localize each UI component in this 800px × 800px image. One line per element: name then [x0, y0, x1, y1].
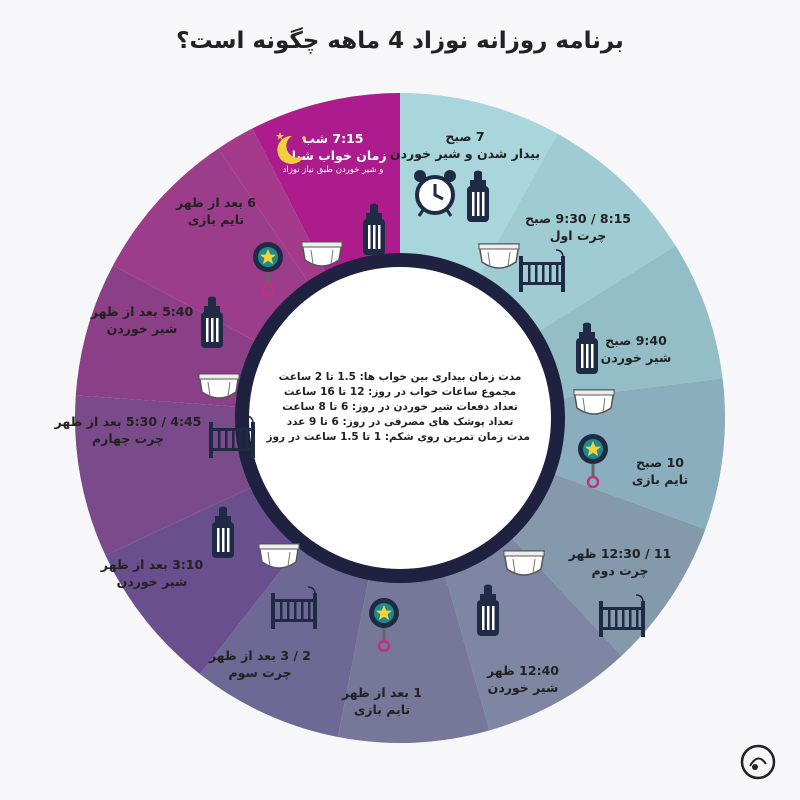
diaper-icon [571, 386, 617, 424]
segment-time: 1 بعد از ظهر [341, 685, 423, 700]
crib-icon [206, 414, 258, 464]
segment-time: 7:15 شب [302, 131, 364, 146]
segment-activity: تایم بازی [353, 702, 411, 717]
segment-activity: شیر خوردن [600, 350, 672, 365]
segment-time: 4:45 / 5:30 بعد از ظهر [54, 414, 202, 429]
segment-activity: چرت دوم [591, 563, 649, 578]
segment-label: 2 / 3 بعد از ظهر چرت سوم [209, 647, 311, 681]
segment-activity: تایم بازی [631, 472, 689, 487]
segment-label: 5:40 بعد از ظهر شیر خوردن [91, 303, 193, 337]
moon-stars-icon [270, 130, 310, 170]
segment-label: 3:10 بعد از ظهر شیر خوردن [101, 556, 203, 590]
diaper-icon [476, 240, 522, 278]
segment-activity: چرت چهارم [91, 431, 164, 446]
rattle-icon [366, 596, 402, 656]
segment-time: 12:40 ظهر [487, 663, 559, 678]
segment-label: 1 بعد از ظهر تایم بازی [342, 684, 422, 718]
segment-activity: زمان خواب شبانه [279, 148, 387, 163]
segment-time: 5:40 بعد از ظهر [90, 304, 194, 319]
segment-time: 7 صبح [445, 129, 485, 144]
baby-bottle-icon [359, 203, 389, 261]
diaper-icon [256, 540, 302, 578]
segment-activity: شیر خوردن [116, 574, 188, 589]
hub-center [249, 267, 551, 569]
rattle-icon [575, 432, 611, 492]
segment-activity: شیر خوردن [487, 680, 559, 695]
diaper-icon [196, 370, 242, 408]
segment-label: 7:15 شب زمان خواب شبانه و شیر خوردن طبق نی… [279, 130, 386, 177]
segment-label: 8:15 / 9:30 صبح چرت اول [525, 210, 631, 244]
segment-activity: بیدار شدن و شیر خوردن [389, 146, 541, 161]
crib-icon [596, 593, 648, 643]
baby-bottle-icon [463, 170, 493, 228]
segment-time: 8:15 / 9:30 صبح [524, 211, 632, 226]
center-info-line: تعداد پوشک های مصرفی در روز: 6 تا 9 عدد [286, 416, 514, 428]
center-info-line: تعداد دفعات شیر خوردن در روز: 6 تا 8 ساع… [282, 401, 518, 413]
segment-time: 10 صبح [636, 455, 684, 470]
segment-label: 6 بعد از ظهر تایم بازی [176, 194, 256, 228]
segment-time: 11 / 12:30 ظهر [568, 546, 672, 561]
center-info-line: مدت زمان تمرین روی شکم: 1 تا 1.5 ساعت در… [266, 431, 530, 443]
segment-label: 4:45 / 5:30 بعد از ظهر چرت چهارم [55, 413, 202, 447]
segment-activity: شیر خوردن [106, 321, 178, 336]
segment-activity: چرت سوم [228, 665, 292, 680]
brand-logo-icon [740, 744, 776, 780]
segment-activity: چرت اول [549, 228, 607, 243]
diaper-icon [299, 238, 345, 276]
segment-time: 6 بعد از ظهر [175, 195, 257, 210]
segment-note: و شیر خوردن طبق نیاز نوزاد [282, 165, 384, 175]
page-title: برنامه روزانه نوزاد 4 ماهه چگونه است؟ [176, 28, 624, 54]
segment-label: 7 صبح بیدار شدن و شیر خوردن [390, 128, 540, 162]
segment-label: 11 / 12:30 ظهر چرت دوم [569, 545, 672, 579]
diaper-icon [501, 547, 547, 585]
segment-label: 9:40 صبح شیر خوردن [601, 332, 672, 366]
baby-bottle-icon [208, 506, 238, 564]
baby-bottle-icon [473, 584, 503, 642]
crib-icon [268, 585, 320, 635]
segment-time: 9:40 صبح [605, 333, 667, 348]
segment-time: 2 / 3 بعد از ظهر [209, 648, 311, 663]
segment-label: 10 صبح تایم بازی [632, 454, 688, 488]
alarm-clock-icon [410, 168, 460, 222]
baby-bottle-icon [197, 296, 227, 354]
segment-label: 12:40 ظهر شیر خوردن [487, 662, 559, 696]
rattle-icon [250, 240, 286, 300]
baby-bottle-icon [572, 322, 602, 380]
center-info-line: مجموع ساعات خواب در روز: 12 تا 16 ساعت [283, 386, 517, 398]
center-info-box: مدت زمان بیداری بین خواب ها: 1.5 تا 2 سا… [266, 370, 530, 445]
segment-activity: تایم بازی [187, 212, 245, 227]
crib-icon [516, 248, 568, 298]
center-info-line: مدت زمان بیداری بین خواب ها: 1.5 تا 2 سا… [278, 371, 522, 383]
segment-time: 3:10 بعد از ظهر [100, 557, 204, 572]
